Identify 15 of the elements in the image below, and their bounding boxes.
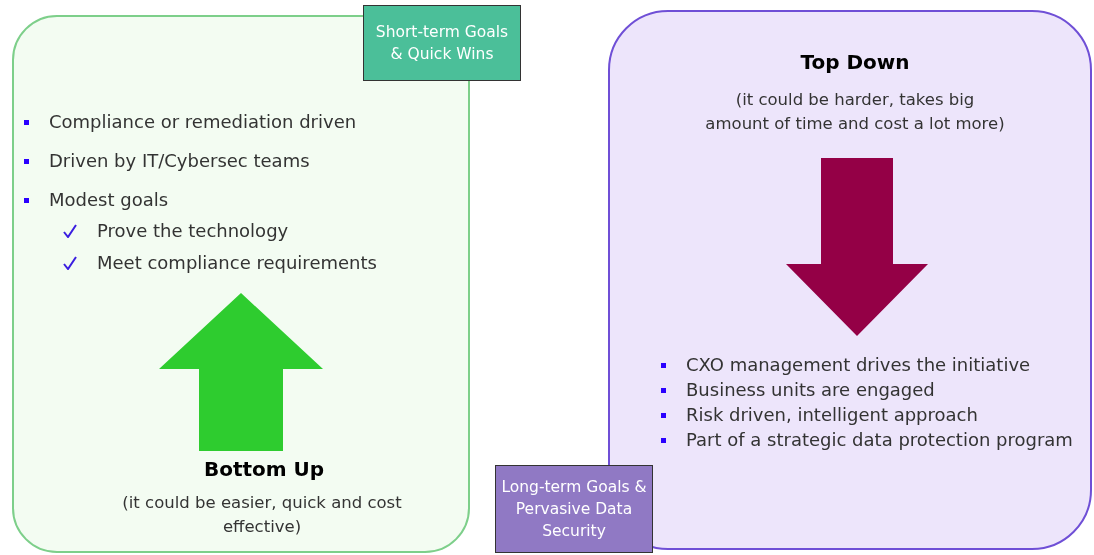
long-term-tag: Long-term Goals & Pervasive Data Security xyxy=(495,465,653,553)
checklist-text: Meet compliance requirements xyxy=(97,251,378,275)
bullet-text: Business units are engaged xyxy=(686,378,936,402)
panel-subtitle: (it could be easier, quick and cost effective) xyxy=(121,492,403,538)
panel-heading: Top Down xyxy=(799,50,911,75)
bullet-text: CXO management drives the initiative xyxy=(686,353,1032,377)
bullet-text: Risk driven, intelligent approach xyxy=(686,403,979,427)
checklist-text: Prove the technology xyxy=(97,219,290,243)
bullet-text: Driven by IT/Cybersec teams xyxy=(49,149,311,173)
panel-heading: Bottom Up xyxy=(202,457,326,482)
bullet-text: Compliance or remediation driven xyxy=(49,110,358,134)
bullet-text: Part of a strategic data protection program xyxy=(686,428,1074,452)
bullet-text: Modest goals xyxy=(49,188,170,212)
short-term-tag: Short-term Goals & Quick Wins xyxy=(363,5,521,81)
panel-subtitle: (it could be harder, takes big amount of time and cost a lot more) xyxy=(705,89,1005,135)
